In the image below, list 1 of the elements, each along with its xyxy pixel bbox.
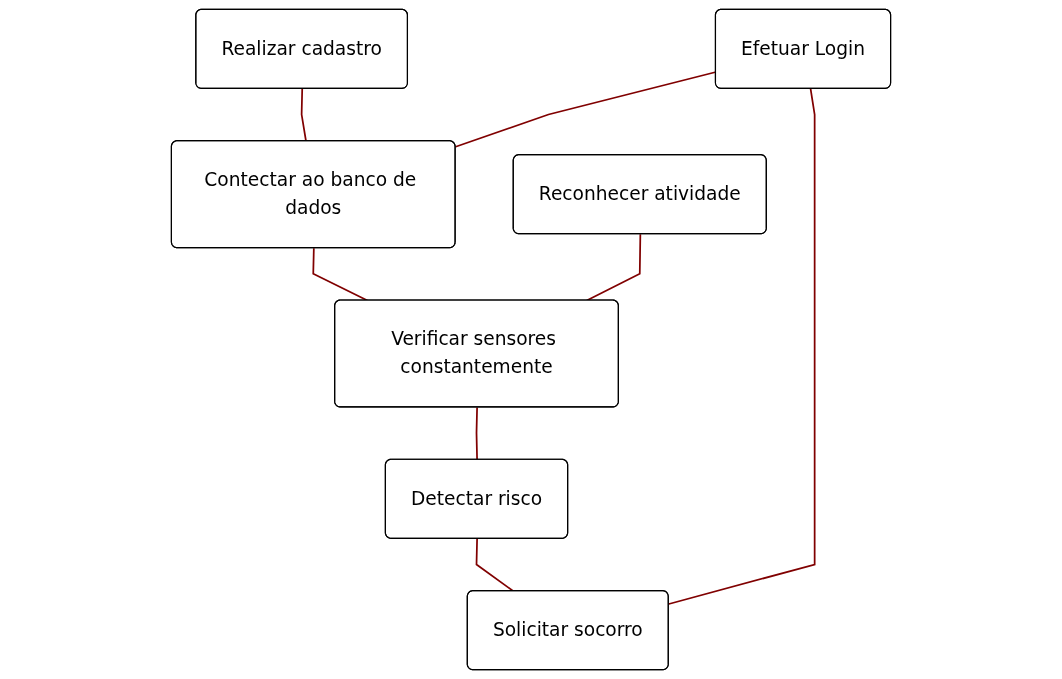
connector <box>475 406 478 461</box>
